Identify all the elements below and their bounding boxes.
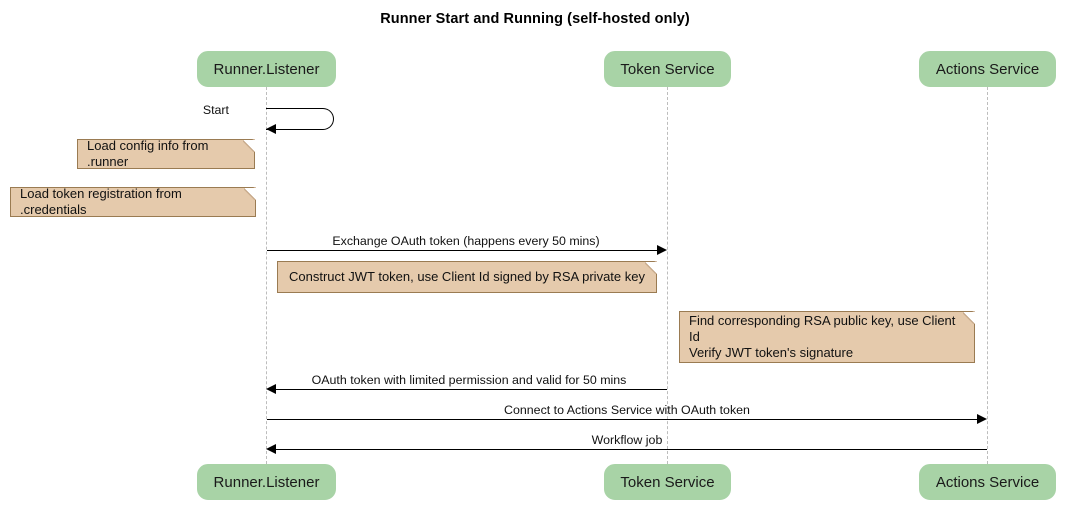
note-construct-jwt-token: Construct JWT token, use Client Id signe…	[277, 261, 657, 293]
participant-label: Token Service	[620, 60, 715, 78]
message-arrowhead-connect-actions-service	[977, 414, 987, 424]
participant-label: Runner.Listener	[213, 60, 320, 78]
self-message-loop-start	[266, 108, 334, 130]
lifeline-actions	[987, 87, 988, 464]
note-fold-icon	[645, 261, 657, 274]
participant-runner-bottom[interactable]: Runner.Listener	[197, 464, 336, 500]
message-label-oauth-token-return: OAuth token with limited permission and …	[311, 373, 627, 387]
participant-label: Actions Service	[935, 60, 1040, 78]
message-line-oauth-token-return	[276, 389, 667, 390]
participant-actions-bottom[interactable]: Actions Service	[919, 464, 1056, 500]
lifeline-token	[667, 87, 668, 464]
lifeline-runner	[266, 87, 267, 464]
message-label-workflow-job: Workflow job	[591, 433, 663, 447]
note-load-config: Load config info from .runner	[77, 138, 255, 169]
message-label-connect-actions-service: Connect to Actions Service with OAuth to…	[504, 403, 750, 417]
note-fold-icon	[243, 139, 255, 152]
note-text: Construct JWT token, use Client Id signe…	[289, 269, 645, 284]
diagram-title: Runner Start and Running (self-hosted on…	[380, 11, 690, 27]
note-text: Load token registration from .credential…	[20, 186, 182, 217]
participant-label: Token Service	[620, 473, 715, 491]
self-message-arrowhead-start	[266, 124, 276, 134]
message-line-exchange-oauth-token	[267, 250, 658, 251]
note-load-token-registration: Load token registration from .credential…	[10, 186, 256, 217]
participant-token-top[interactable]: Token Service	[604, 51, 731, 87]
participant-actions-top[interactable]: Actions Service	[919, 51, 1056, 87]
note-verify-jwt-signature: Find corresponding RSA public key, use C…	[679, 311, 975, 363]
message-line-workflow-job	[276, 449, 987, 450]
participant-token-bottom[interactable]: Token Service	[604, 464, 731, 500]
note-fold-icon	[963, 311, 975, 324]
participant-label: Actions Service	[935, 473, 1040, 491]
note-text: Find corresponding RSA public key, use C…	[689, 313, 956, 360]
participant-label: Runner.Listener	[213, 473, 320, 491]
message-arrowhead-workflow-job	[266, 444, 276, 454]
message-arrowhead-exchange-oauth-token	[657, 245, 667, 255]
participant-runner-top[interactable]: Runner.Listener	[197, 51, 336, 87]
message-label-start: Start	[202, 103, 229, 117]
note-fold-icon	[244, 187, 256, 200]
message-arrowhead-oauth-token-return	[266, 384, 276, 394]
note-text: Load config info from .runner	[87, 138, 209, 169]
message-label-exchange-oauth-token: Exchange OAuth token (happens every 50 m…	[332, 234, 600, 248]
message-line-connect-actions-service	[267, 419, 978, 420]
